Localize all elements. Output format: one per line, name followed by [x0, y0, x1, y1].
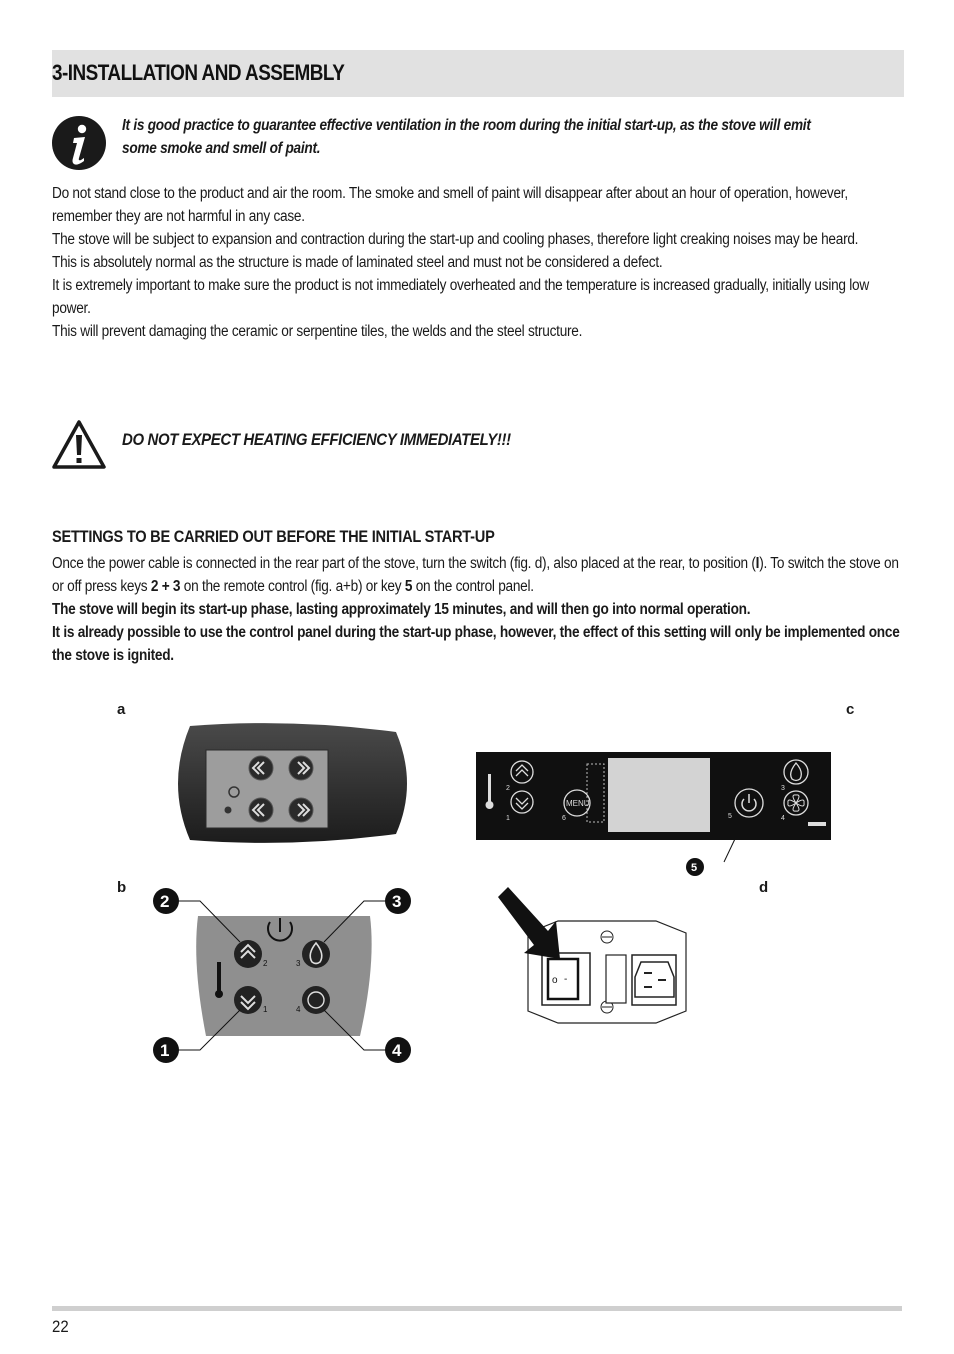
chevron-down-icon: [234, 986, 262, 1014]
figure-c-control-panel: 2 1 MENU 6 5 3 4 5: [476, 752, 831, 876]
callout-2: [153, 888, 179, 914]
power-icon: [734, 788, 764, 818]
key-number: 3: [781, 785, 785, 792]
figure-label-a: a: [117, 701, 126, 718]
key-number: 1: [263, 1005, 268, 1014]
chevron-down-icon: [288, 797, 314, 823]
key-number: 5: [728, 813, 732, 820]
arrow-icon: [498, 887, 560, 959]
callout-3: [385, 888, 411, 914]
settings-paragraph: Once the power cable is connected in the…: [52, 555, 899, 595]
body-paragraph: The stove will be subject to expansion a…: [52, 231, 859, 248]
callout-number: 5: [691, 862, 697, 874]
page-number: 22: [52, 1317, 69, 1336]
callout-number: 4: [392, 1041, 402, 1060]
figure-d-power-switch: o -: [498, 887, 687, 1024]
flame-icon: [302, 940, 330, 968]
chevron-up-icon: [234, 940, 262, 968]
key-number: 1: [506, 815, 510, 822]
callout-number: 2: [160, 892, 169, 911]
chevron-up-icon: [288, 755, 314, 781]
body-paragraph: This is absolutely normal as the structu…: [52, 254, 663, 271]
callout-5: [686, 858, 704, 876]
key-number: 4: [781, 815, 785, 822]
settings-heading: SETTINGS TO BE CARRIED OUT BEFORE THE IN…: [52, 527, 495, 546]
info-note: It is good practice to guarantee effecti…: [122, 117, 811, 157]
callout-number: 1: [160, 1041, 169, 1060]
section-title: 3-INSTALLATION AND ASSEMBLY: [52, 60, 345, 85]
figure-label-b: b: [117, 879, 127, 896]
callout-number: 3: [392, 892, 401, 911]
fan-icon: [302, 986, 330, 1014]
chevron-down-icon: [248, 797, 274, 823]
chevron-down-icon: [510, 790, 534, 814]
key-number: 4: [296, 1005, 301, 1014]
body-paragraph: Do not stand close to the product and ai…: [52, 185, 848, 225]
figure-label-c: c: [846, 701, 855, 718]
body-paragraph: It is extremely important to make sure t…: [52, 277, 869, 317]
fan-icon: [783, 790, 809, 816]
settings-bold-1: The stove will begin its start-up phase,…: [52, 601, 751, 618]
settings-bold-2: It is already possible to use the contro…: [52, 624, 900, 664]
power-icon: [228, 786, 240, 798]
thermometer-icon: [485, 774, 494, 809]
flame-icon: [783, 759, 809, 785]
callout-1: [153, 1037, 179, 1063]
key-number: 6: [562, 815, 566, 822]
warning-icon: [52, 420, 106, 469]
menu-label: MENU: [566, 799, 590, 808]
section-header-bar: [52, 50, 904, 97]
figure-label-d: d: [759, 879, 769, 896]
figure-b-keypad: 2 3 1 4 2 3 1 4: [153, 888, 411, 1063]
body-paragraph: This will prevent damaging the ceramic o…: [52, 323, 583, 340]
footer-divider: [52, 1306, 902, 1311]
key-number: 2: [263, 959, 268, 968]
power-icon: [267, 921, 293, 942]
settings-text: Once the power cable is connected in the…: [52, 552, 904, 667]
rocker-switch: [546, 957, 580, 1001]
key-number: 2: [506, 785, 510, 792]
body-text: Do not stand close to the product and ai…: [52, 182, 897, 343]
figure-a-remote-control: [178, 723, 407, 843]
thermometer-icon: [215, 962, 223, 998]
callout-4: [385, 1037, 411, 1063]
menu-button: [563, 789, 591, 817]
key-number: 3: [296, 959, 301, 968]
warning-text: DO NOT EXPECT HEATING EFFICIENCY IMMEDIA…: [122, 430, 511, 449]
chevron-up-icon: [248, 755, 274, 781]
chevron-up-icon: [510, 760, 534, 784]
display-screen: [608, 758, 710, 832]
switch-off-mark: o: [552, 975, 558, 986]
info-icon: [52, 116, 106, 170]
switch-on-mark: -: [564, 974, 567, 985]
